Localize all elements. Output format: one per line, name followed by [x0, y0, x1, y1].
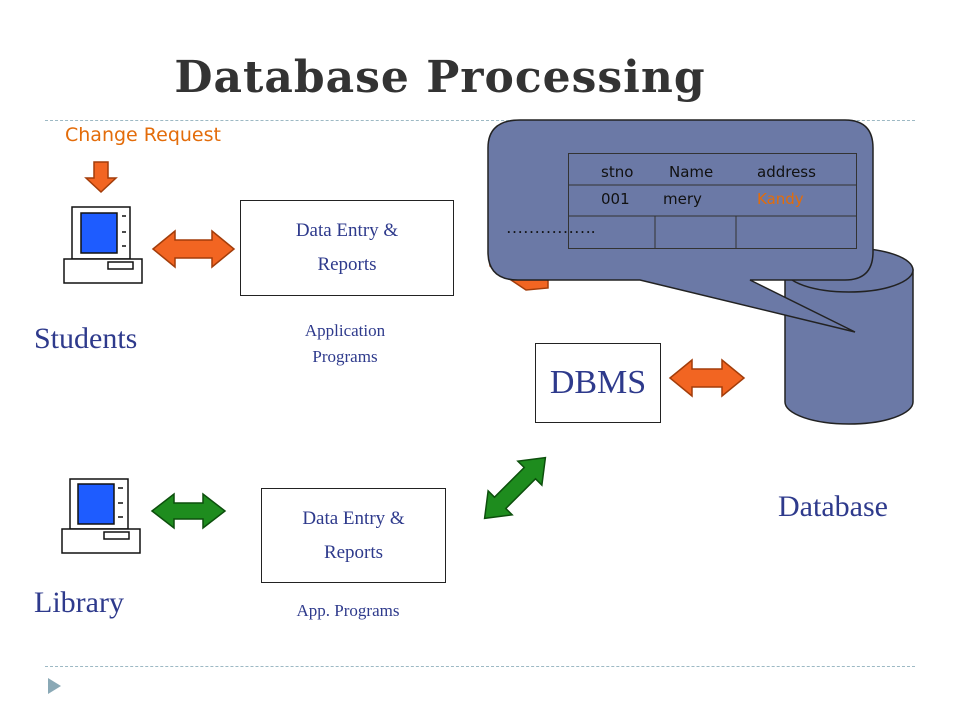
change-request-label: Change Request	[65, 124, 221, 146]
bottom-divider	[45, 666, 915, 667]
top-divider	[45, 120, 915, 121]
library-computer-icon	[61, 478, 141, 554]
table-ellipsis: …………….	[506, 218, 596, 237]
dbms-box: DBMS	[535, 343, 661, 423]
change-request-arrow-icon	[84, 161, 118, 194]
table-header-address: address	[757, 163, 816, 181]
library-data-entry-box: Data Entry & Reports	[261, 488, 446, 583]
table-cell-address: Kandy	[757, 190, 804, 208]
dbms-label: DBMS	[549, 364, 647, 401]
library-double-arrow-icon	[150, 492, 227, 530]
students-computer-icon	[63, 206, 143, 284]
students-double-arrow-icon	[151, 229, 236, 269]
library-box-text: Data Entry & Reports	[302, 507, 405, 563]
table-header-name: Name	[669, 163, 714, 181]
data-table: stno Name address 001 mery Kandy	[568, 153, 857, 249]
table-gridlines	[569, 184, 856, 248]
library-dbms-arrow-icon	[483, 456, 547, 520]
application-programs-label: Application Programs	[304, 321, 386, 366]
library-label: Library	[34, 586, 124, 619]
slide-marker-icon	[48, 678, 61, 694]
page-title: Database Processing	[174, 52, 706, 103]
callout-bubble	[487, 119, 874, 333]
students-data-entry-box: Data Entry & Reports	[240, 200, 454, 296]
students-box-text: Data Entry & Reports	[295, 220, 399, 275]
table-cell-name: mery	[663, 190, 702, 208]
table-header-stno: stno	[601, 163, 634, 181]
table-cell-stno: 001	[601, 190, 630, 208]
database-label: Database	[778, 490, 888, 523]
dbms-database-arrow-icon	[668, 358, 746, 398]
app-programs-label: App. Programs	[296, 601, 400, 620]
students-label: Students	[34, 322, 138, 355]
